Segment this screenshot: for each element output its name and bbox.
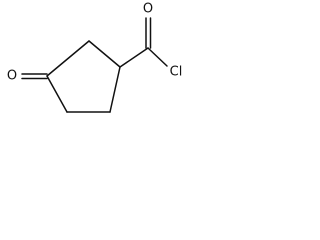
acyl-double-bond [145, 17, 152, 49]
ring-bond-c5-c1 [109, 66, 121, 113]
chlorine-label: Cl [170, 65, 183, 80]
ring-bond-c1-c2 [88, 40, 121, 68]
ring-to-carbonyl-bond [119, 47, 149, 68]
acyl-oxygen-label: O [143, 2, 153, 17]
carbonyl-to-chlorine-bond [147, 47, 168, 67]
chemical-structure-diagram: O O Cl [7, 2, 183, 113]
ring-bond-c2-c3 [46, 40, 90, 77]
ketone-double-bond [21, 73, 48, 80]
ring-bond-c3-c4 [46, 75, 68, 113]
ketone-oxygen-label: O [7, 69, 17, 84]
cyclopentanone-ring [46, 40, 121, 113]
